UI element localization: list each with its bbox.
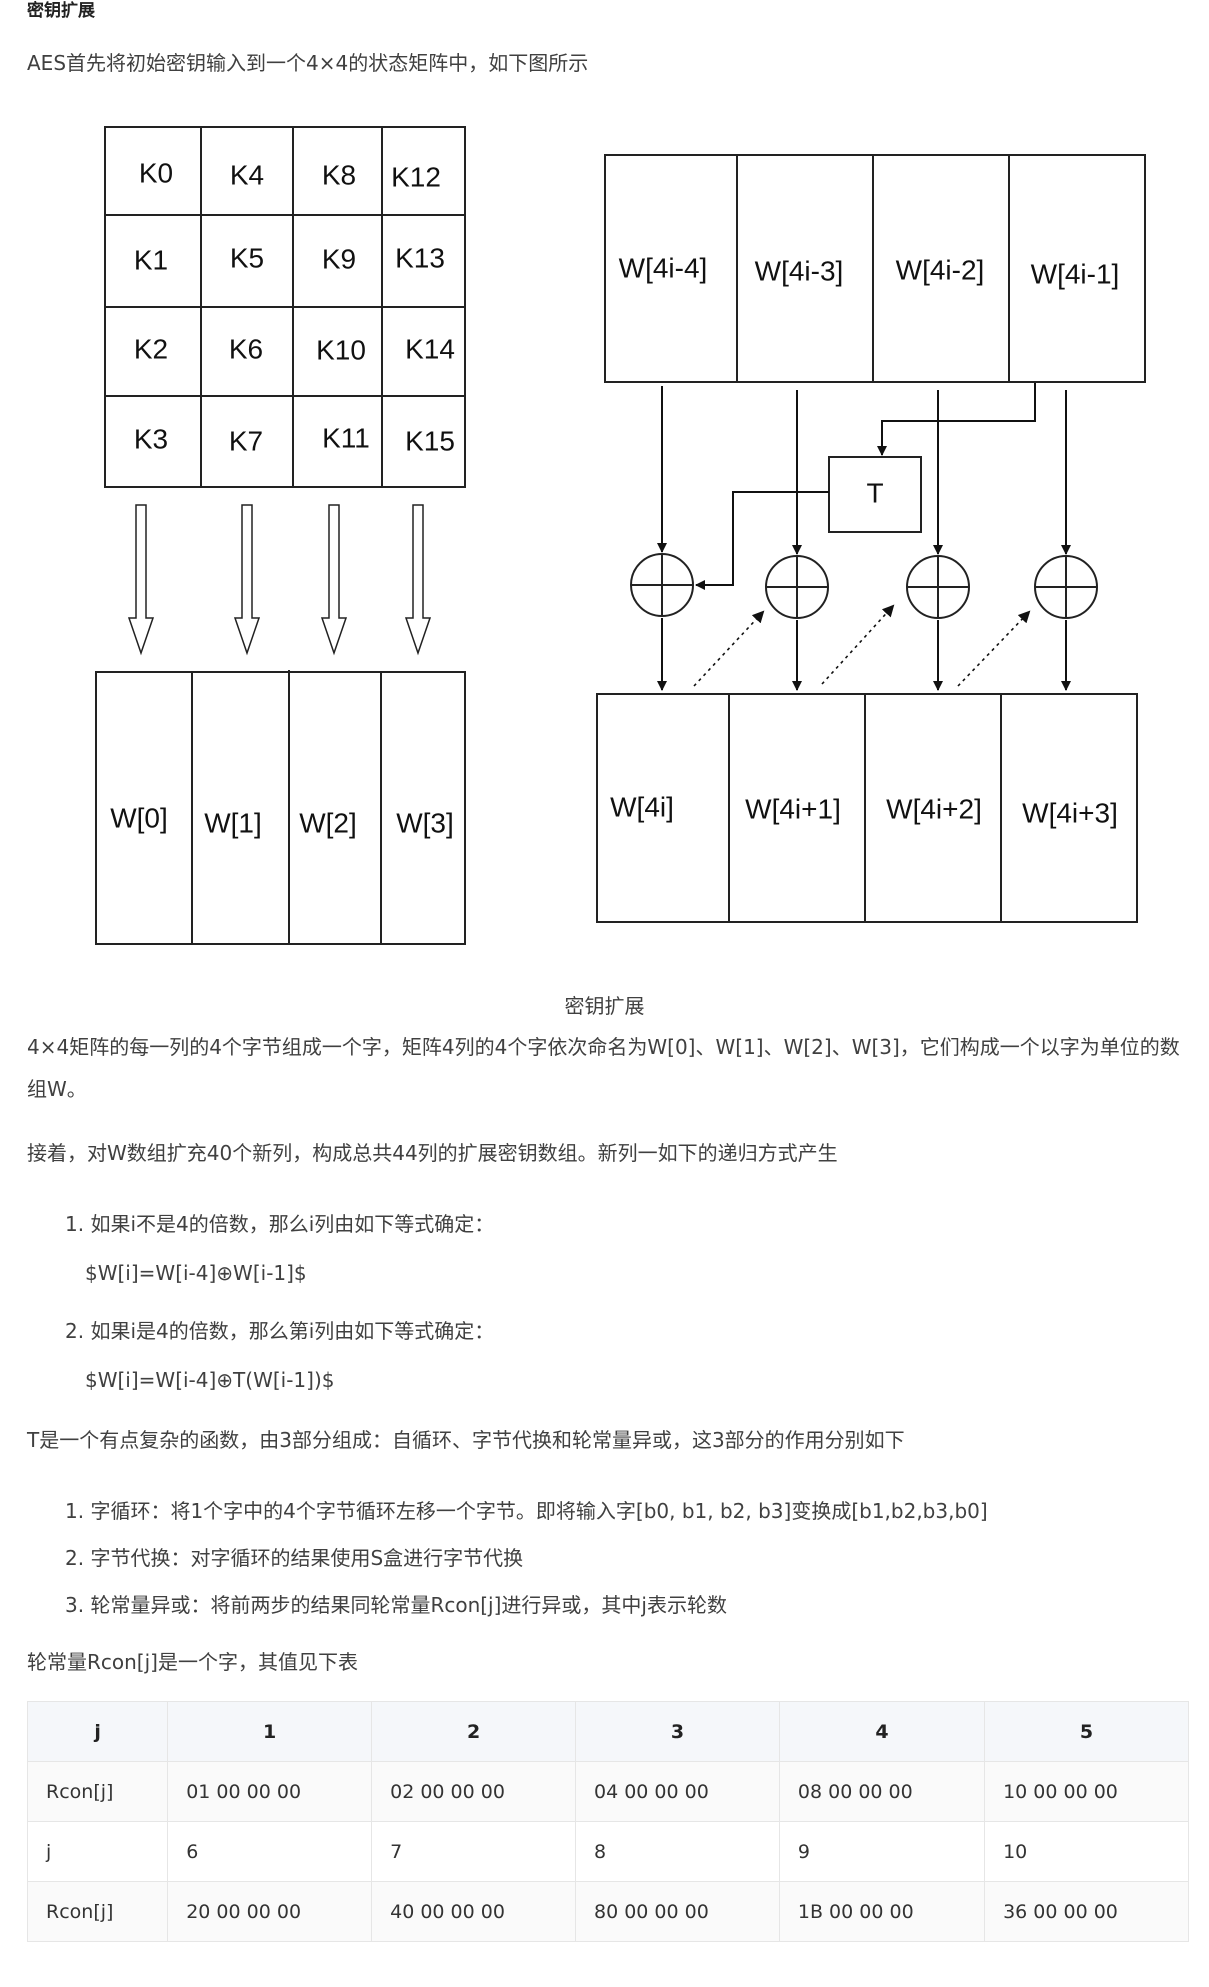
formula-2: $W[i]=W[i-4]⊕T(W[i-1])$ [85,1368,335,1392]
table-header-cell: j [26,1701,169,1762]
key-cell: K11 [322,422,370,453]
table-header-cell: 5 [984,1701,1189,1762]
key-cell: K7 [229,425,263,456]
table-cell: Rcon[j] [26,1761,169,1822]
table-row: j 6 7 8 9 10 [26,1821,1189,1882]
t-function-label: T [866,477,883,508]
paragraph-w-array-line1: 4×4矩阵的每一列的4个字节组成一个字，矩阵4列的4个字依次命名为W[0]、W[… [27,1035,1180,1059]
bottom-word-cell: W[4i+2] [886,793,982,824]
table-header-cell: 2 [371,1701,576,1762]
paragraph-w-array-line2: 组W。 [27,1077,87,1101]
table-header-row: j 1 2 3 4 5 [26,1701,1189,1762]
key-cell: K6 [229,333,263,364]
top-word-cell: W[4i-2] [896,254,985,285]
t-step-item: 3. 轮常量异或：将前两步的结果同轮常量Rcon[j]进行异或，其中j表示轮数 [65,1593,727,1617]
key-cell: K5 [230,242,264,273]
bottom-word-cell: W[4i] [610,791,674,822]
table-cell: 04 00 00 00 [575,1761,780,1822]
table-row: Rcon[j] 01 00 00 00 02 00 00 00 04 00 00… [26,1761,1189,1822]
top-word-cell: W[4i-4] [619,252,708,283]
table-cell: 6 [167,1821,373,1882]
t-step-item: 1. 字循环：将1个字中的4个字节循环左移一个字节。即将输入字[b0, b1, … [65,1499,988,1523]
w-cell: W[1] [204,807,262,838]
key-cell: K3 [134,423,168,454]
table-header-cell: 4 [778,1701,986,1762]
intro-text: AES首先将初始密钥输入到一个4×4的状态矩阵中，如下图所示 [27,51,589,75]
table-cell: 02 00 00 00 [371,1761,576,1822]
key-cell: K12 [391,161,441,192]
key-cell: K10 [316,334,366,365]
paragraph-rcon: 轮常量Rcon[j]是一个字，其值见下表 [27,1650,358,1674]
rcon-table: j 1 2 3 4 5 Rcon[j] 01 00 00 00 02 00 00… [26,1701,1189,1942]
table-row: Rcon[j] 20 00 00 00 40 00 00 00 80 00 00… [26,1881,1189,1942]
key-cell: K2 [134,333,168,364]
table-cell: 20 00 00 00 [167,1881,373,1942]
table-cell: 9 [778,1821,986,1882]
table-cell: 08 00 00 00 [778,1761,986,1822]
table-cell: 1B 00 00 00 [778,1881,986,1942]
key-cell: K13 [395,242,445,273]
figure-caption: 密钥扩展 [564,994,645,1018]
table-cell: 8 [575,1821,780,1882]
w-cell: W[0] [110,802,168,833]
t-step-item: 2. 字节代换：对字循环的结果使用S盒进行字节代换 [65,1546,524,1570]
table-cell: Rcon[j] [26,1881,169,1942]
top-word-cell: W[4i-1] [1031,258,1120,289]
table-cell: 10 [984,1821,1189,1882]
bottom-word-cell: W[4i+1] [745,793,841,824]
key-cell: K1 [134,244,168,275]
table-cell: 01 00 00 00 [167,1761,373,1822]
top-word-cell: W[4i-3] [755,255,844,286]
key-cell: K0 [139,157,173,188]
rule-item-1: 1. 如果i不是4的倍数，那么i列由如下等式确定： [65,1212,495,1236]
w-cell: W[2] [299,807,357,838]
paragraph-expansion: 接着，对W数组扩充40个新列，构成总共44列的扩展密钥数组。新列一如下的递归方式… [27,1141,838,1165]
w-cell: W[3] [396,807,454,838]
table-header-cell: 1 [167,1701,373,1762]
table-cell: 40 00 00 00 [371,1881,576,1942]
rule-item-2: 2. 如果i是4的倍数，那么第i列由如下等式确定： [65,1319,495,1343]
table-header-cell: 3 [575,1701,780,1762]
table-cell: 10 00 00 00 [984,1761,1189,1822]
key-cell: K8 [322,159,356,190]
table-cell: 80 00 00 00 [575,1881,780,1942]
bottom-word-cell: W[4i+3] [1022,797,1118,828]
section-heading: 密钥扩展 [27,1,95,21]
formula-1: $W[i]=W[i-4]⊕W[i-1]$ [85,1261,307,1285]
paragraph-t-function: T是一个有点复杂的函数，由3部分组成：自循环、字节代换和轮常量异或，这3部分的作… [27,1428,905,1452]
key-cell: K15 [405,425,455,456]
key-cell: K14 [405,333,455,364]
key-cell: K4 [230,159,264,190]
key-cell: K9 [322,243,356,274]
table-cell: 7 [371,1821,576,1882]
key-expansion-diagram: K0 K4 K8 K12 K1 K5 K9 K13 K2 K6 K10 K14 … [95,126,1146,945]
table-cell: j [26,1821,169,1882]
table-cell: 36 00 00 00 [984,1881,1189,1942]
